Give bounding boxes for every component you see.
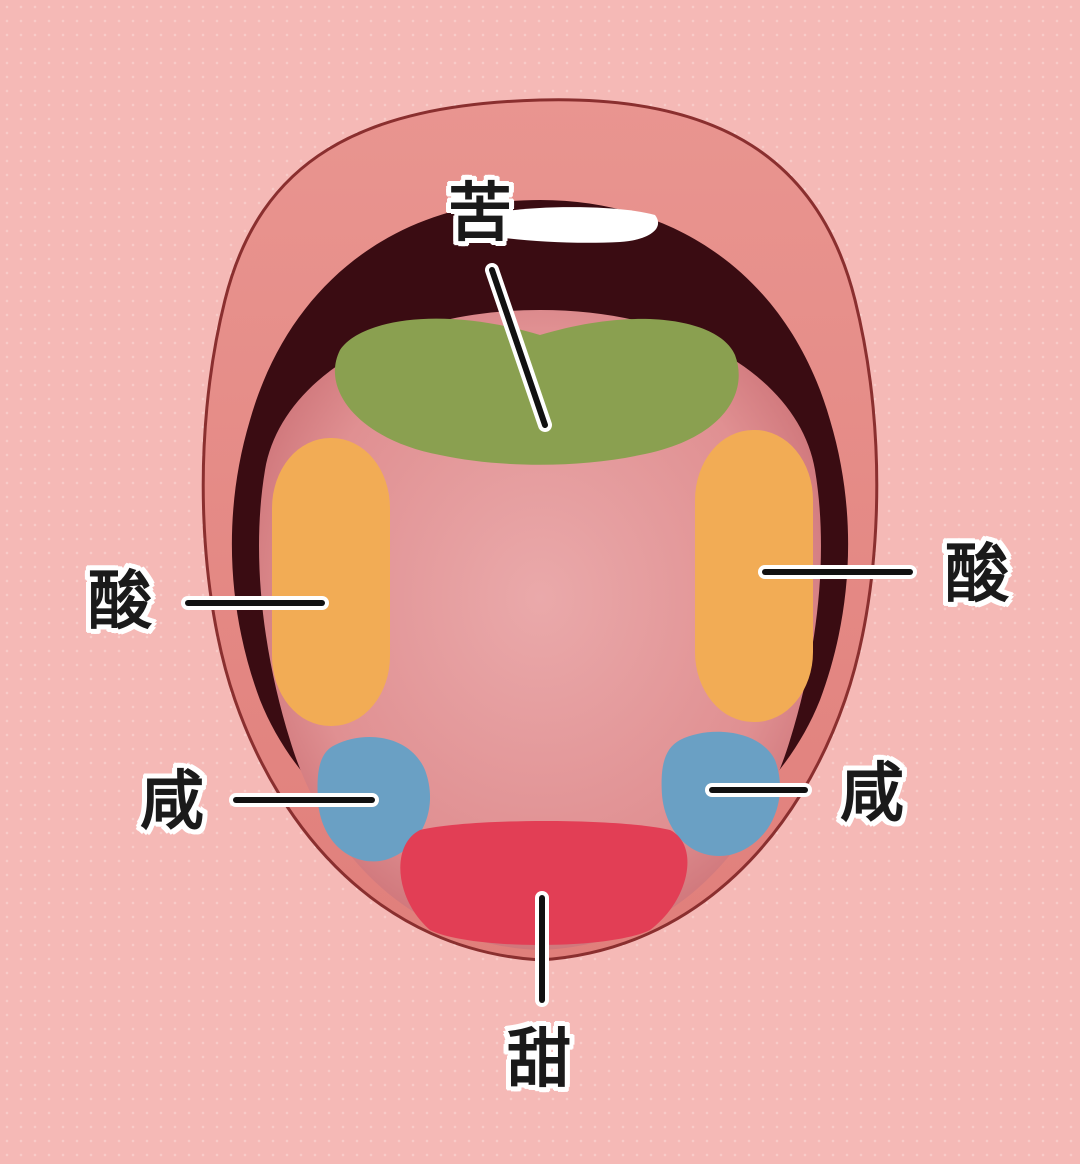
sweet-zone xyxy=(400,821,688,945)
label-sweet: 甜 xyxy=(507,1023,571,1097)
sour-zone-right xyxy=(695,430,813,722)
label-sour-right: 酸 xyxy=(945,538,1009,612)
sour-zone-left xyxy=(272,438,390,726)
label-bitter: 苦 xyxy=(448,177,512,251)
label-sour-left: 酸 xyxy=(88,565,152,639)
leader-line-bitter xyxy=(485,263,552,432)
label-salty-left: 咸 xyxy=(140,765,204,839)
teeth xyxy=(493,207,659,243)
leader-lines xyxy=(181,263,917,1007)
label-salty-right: 咸 xyxy=(840,757,904,831)
